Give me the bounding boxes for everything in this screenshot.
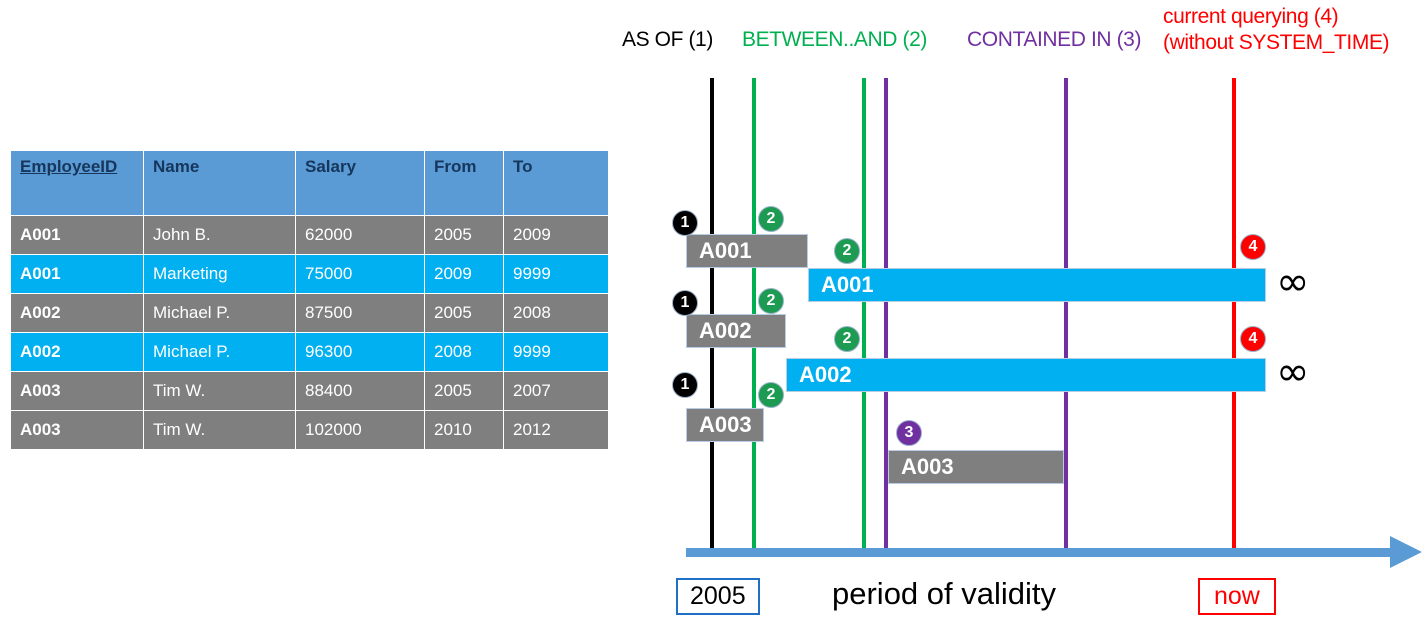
axis-start-label: 2005: [676, 578, 760, 615]
column-header-salary: Salary: [295, 150, 425, 216]
contained-end-line: [1064, 78, 1068, 556]
between-start-line: [752, 78, 756, 556]
cell-salary: 87500: [295, 293, 425, 333]
cell-from: 2005: [424, 371, 504, 411]
cell-name: John B.: [143, 215, 296, 255]
legend-current-line1: current querying (4): [1163, 5, 1339, 28]
column-header-employeeid: EmployeeID: [10, 150, 144, 216]
table-row: A003 Tim W. 88400 2005 2007: [10, 371, 609, 411]
cell-salary: 88400: [295, 371, 425, 411]
query-marker-4: 4: [1240, 234, 1266, 260]
query-marker-2: 2: [834, 238, 860, 264]
validity-bar-label: A003: [901, 454, 954, 479]
table-row: A003 Tim W. 102000 2010 2012: [10, 410, 609, 450]
table-row: A001 Marketing 75000 2009 9999: [10, 254, 609, 294]
validity-bar-label: A002: [799, 362, 852, 387]
table-row: A002 Michael P. 87500 2005 2008: [10, 293, 609, 333]
legend-between-and: BETWEEN..AND (2): [742, 28, 927, 51]
contained-start-line: [884, 78, 888, 556]
cell-employeeid: A001: [10, 215, 144, 255]
validity-bar-a003-5: A003: [888, 450, 1064, 484]
query-marker-2: 2: [758, 206, 784, 232]
validity-bar-label: A002: [699, 318, 752, 343]
validity-bar-a003-4: A003: [686, 408, 764, 442]
legend-contained-in: CONTAINED IN (3): [967, 28, 1142, 51]
validity-bar-label: A001: [821, 272, 874, 297]
cell-employeeid: A002: [10, 293, 144, 333]
validity-bar-a002-2: A002: [686, 314, 786, 348]
query-marker-1: 1: [672, 372, 698, 398]
cell-employeeid: A001: [10, 254, 144, 294]
now-line: [1232, 78, 1236, 556]
infinity-icon: ∞: [1276, 349, 1310, 395]
cell-salary: 102000: [295, 410, 425, 450]
cell-name: Michael P.: [143, 293, 296, 333]
query-marker-2: 2: [758, 288, 784, 314]
validity-bar-a002-3: A002: [786, 358, 1266, 392]
cell-employeeid: A003: [10, 371, 144, 411]
cell-salary: 96300: [295, 332, 425, 372]
query-marker-2: 2: [758, 382, 784, 408]
cell-employeeid: A002: [10, 332, 144, 372]
query-marker-1: 1: [672, 210, 698, 236]
cell-to: 2008: [503, 293, 609, 333]
query-marker-4: 4: [1240, 326, 1266, 352]
cell-salary: 75000: [295, 254, 425, 294]
query-marker-1: 1: [672, 290, 698, 316]
column-header-to: To: [503, 150, 609, 216]
axis-title: period of validity: [832, 576, 1057, 611]
cell-to: 2009: [503, 215, 609, 255]
legend-current-line2: (without SYSTEM_TIME): [1163, 31, 1390, 54]
table-header-row: EmployeeID Name Salary From To: [10, 150, 609, 216]
employee-temporal-table: EmployeeID Name Salary From To A001 John…: [10, 150, 609, 450]
cell-name: Marketing: [143, 254, 296, 294]
time-axis: [686, 548, 1398, 557]
cell-employeeid: A003: [10, 410, 144, 450]
column-header-from: From: [424, 150, 504, 216]
cell-to: 2012: [503, 410, 609, 450]
cell-name: Tim W.: [143, 371, 296, 411]
column-header-name: Name: [143, 150, 296, 216]
validity-bar-label: A001: [699, 238, 752, 263]
query-marker-2: 2: [834, 326, 860, 352]
query-marker-3: 3: [896, 420, 922, 446]
as-of-line: [710, 78, 714, 556]
cell-to: 9999: [503, 254, 609, 294]
infinity-icon: ∞: [1276, 259, 1310, 305]
table-row: A002 Michael P. 96300 2008 9999: [10, 332, 609, 372]
cell-from: 2005: [424, 215, 504, 255]
cell-to: 2007: [503, 371, 609, 411]
cell-to: 9999: [503, 332, 609, 372]
cell-from: 2009: [424, 254, 504, 294]
cell-name: Tim W.: [143, 410, 296, 450]
cell-from: 2008: [424, 332, 504, 372]
table-row: A001 John B. 62000 2005 2009: [10, 215, 609, 255]
validity-bar-a001-0: A001: [686, 234, 808, 268]
cell-salary: 62000: [295, 215, 425, 255]
axis-now-label: now: [1198, 578, 1276, 615]
legend-as-of: AS OF (1): [622, 28, 713, 51]
cell-from: 2005: [424, 293, 504, 333]
cell-from: 2010: [424, 410, 504, 450]
time-axis-arrow-icon: [1390, 536, 1422, 568]
validity-bar-a001-1: A001: [808, 268, 1266, 302]
cell-name: Michael P.: [143, 332, 296, 372]
between-end-line: [862, 78, 866, 556]
validity-bar-label: A003: [699, 412, 752, 437]
legend-current-querying: current querying (4) (without SYSTEM_TIM…: [1163, 4, 1390, 56]
